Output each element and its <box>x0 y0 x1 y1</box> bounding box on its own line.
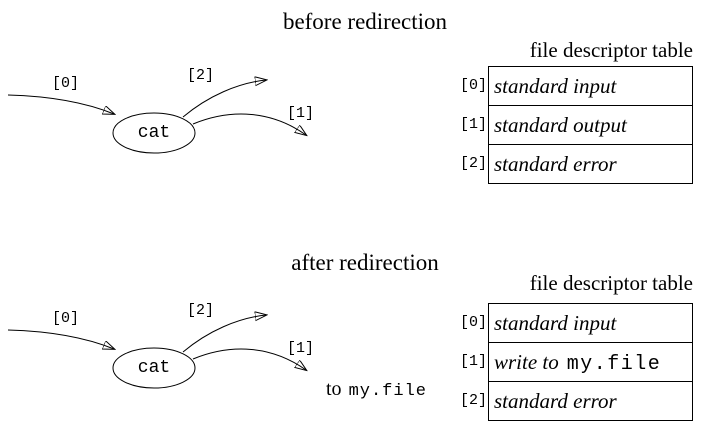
fd-entry: standard output <box>488 105 693 145</box>
stdin-arrow-label: [0] <box>52 75 80 92</box>
fd-table-title-before: file descriptor table <box>529 38 693 62</box>
stdout-arrow <box>192 348 306 370</box>
fd-table-after: [0] standard input [1] write to my.file [… <box>458 303 694 421</box>
stdout-arrow <box>192 113 306 135</box>
fd-index: [0] <box>459 314 487 331</box>
fd-entry-filename: my.file <box>566 353 662 376</box>
after-process-diagram <box>7 315 306 389</box>
after-section-title: after redirection <box>291 250 439 275</box>
fd-entry: standard error <box>488 144 693 184</box>
fd-index: [2] <box>459 392 487 409</box>
stdin-arrow-label: [0] <box>52 310 80 327</box>
redirect-prefix: to <box>326 378 342 400</box>
stdout-arrow-label: [1] <box>287 340 315 357</box>
fd-entry: standard input <box>488 66 693 106</box>
fd-index: [0] <box>459 77 487 94</box>
fd-entry: standard error <box>488 381 693 421</box>
process-name: cat <box>137 358 171 378</box>
stderr-arrow <box>182 315 266 353</box>
process-ellipse <box>112 112 196 154</box>
stdin-arrow <box>7 329 114 349</box>
stderr-arrow-label: [2] <box>187 302 215 319</box>
redirect-target-label: to my.file <box>326 378 427 401</box>
before-section-title: before redirection <box>282 9 448 34</box>
table-row: [2] standard error <box>458 144 694 184</box>
before-process-diagram <box>7 80 306 154</box>
table-row: [1] standard output <box>458 105 694 145</box>
table-row: [0] standard input <box>458 66 694 106</box>
process-name: cat <box>137 123 171 143</box>
stderr-arrow-label: [2] <box>187 67 215 84</box>
fd-index: [1] <box>459 116 487 133</box>
table-row: [1] write to my.file <box>458 342 694 382</box>
table-row: [2] standard error <box>458 381 694 421</box>
process-ellipse <box>112 347 196 389</box>
fd-entry: write to my.file <box>488 342 693 382</box>
stdout-arrow-label: [1] <box>287 105 315 122</box>
redirect-filename: my.file <box>348 382 427 401</box>
fd-table-title-after: file descriptor table <box>529 271 693 295</box>
fd-index: [2] <box>459 155 487 172</box>
table-row: [0] standard input <box>458 303 694 343</box>
fd-index: [1] <box>459 353 487 370</box>
fd-table-before: [0] standard input [1] standard output [… <box>458 66 694 184</box>
stderr-arrow <box>182 80 266 118</box>
fd-entry-action: write to <box>494 350 559 374</box>
fd-entry: standard input <box>488 303 693 343</box>
stdin-arrow <box>7 94 114 114</box>
